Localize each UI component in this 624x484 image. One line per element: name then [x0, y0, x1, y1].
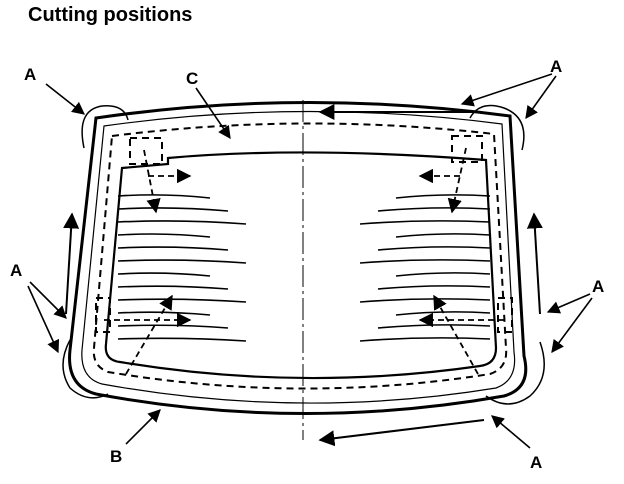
corner-bulb-bottom-right [485, 341, 545, 405]
arrow-bottom [318, 419, 485, 447]
leader-a-left-2 [27, 285, 60, 354]
glass-outer-edge [68, 100, 528, 416]
label-a-top-right: A [550, 57, 562, 76]
dashed-arrow-8 [433, 294, 479, 375]
defroster-line-left [117, 207, 229, 212]
corner-bulb-top-left [81, 105, 129, 149]
defroster-line-left [117, 285, 229, 290]
label-c: C [186, 69, 198, 88]
defroster-line-left [117, 259, 247, 264]
leader-a-top-right-1 [460, 73, 553, 107]
arrow-right [526, 212, 543, 315]
defroster-line-right [395, 272, 491, 277]
leader-c [195, 87, 231, 140]
defroster-line-left [117, 246, 229, 251]
leader-a-right-2 [551, 297, 593, 354]
cutting-arrows [63, 104, 543, 447]
defroster-line-right [377, 285, 491, 290]
defroster-line-right [359, 259, 491, 264]
leader-a-right-1 [546, 293, 591, 314]
defroster-line-right [377, 246, 491, 251]
cutting-line [92, 122, 508, 390]
dashed-tab-top-right [451, 135, 483, 163]
defroster-line-left [117, 324, 229, 329]
glass-opening [104, 151, 498, 380]
defroster-line-left [117, 298, 247, 303]
leader-a-left-1 [29, 281, 67, 319]
defroster-line-right [377, 207, 491, 212]
label-a-bottom-right: A [530, 453, 542, 472]
dashed-tab-right [497, 297, 513, 333]
label-a-left: A [10, 261, 22, 280]
leader-arrows [27, 73, 593, 449]
defroster-line-left [117, 337, 247, 342]
corner-bulb-top-right [469, 104, 525, 151]
dashed-arrow-3 [447, 147, 467, 214]
corner-bulbs [62, 104, 545, 405]
defroster-line-left [117, 311, 211, 316]
diagram-title: Cutting positions [28, 4, 193, 26]
leader-b [125, 409, 161, 445]
defroster-line-right [359, 337, 491, 342]
defroster-lines [117, 194, 491, 342]
defroster-line-left [117, 233, 211, 238]
leader-a-top-left [45, 83, 86, 115]
defroster-line-left [117, 272, 211, 277]
label-a-top-left: A [24, 65, 36, 84]
dashed-arrow-7 [125, 294, 173, 375]
defroster-line-right [359, 220, 491, 225]
defroster-line-left [117, 220, 247, 225]
arrow-left [63, 212, 80, 315]
corner-bulb-bottom-left [62, 339, 109, 399]
dashed-arrow-1 [143, 149, 161, 214]
label-b: B [110, 447, 122, 466]
defroster-line-right [395, 194, 491, 199]
defroster-line-right [395, 233, 491, 238]
defroster-line-right [359, 298, 491, 303]
dashed-tab-left [95, 297, 111, 333]
defroster-line-right [377, 324, 491, 329]
inner-dashed-arrows [104, 147, 504, 375]
label-a-right: A [592, 277, 604, 296]
leader-a-bottom-right [491, 415, 531, 449]
leader-a-top-right-2 [525, 75, 557, 120]
defroster-line-left [117, 194, 211, 199]
glass-inner-edge [81, 110, 516, 404]
